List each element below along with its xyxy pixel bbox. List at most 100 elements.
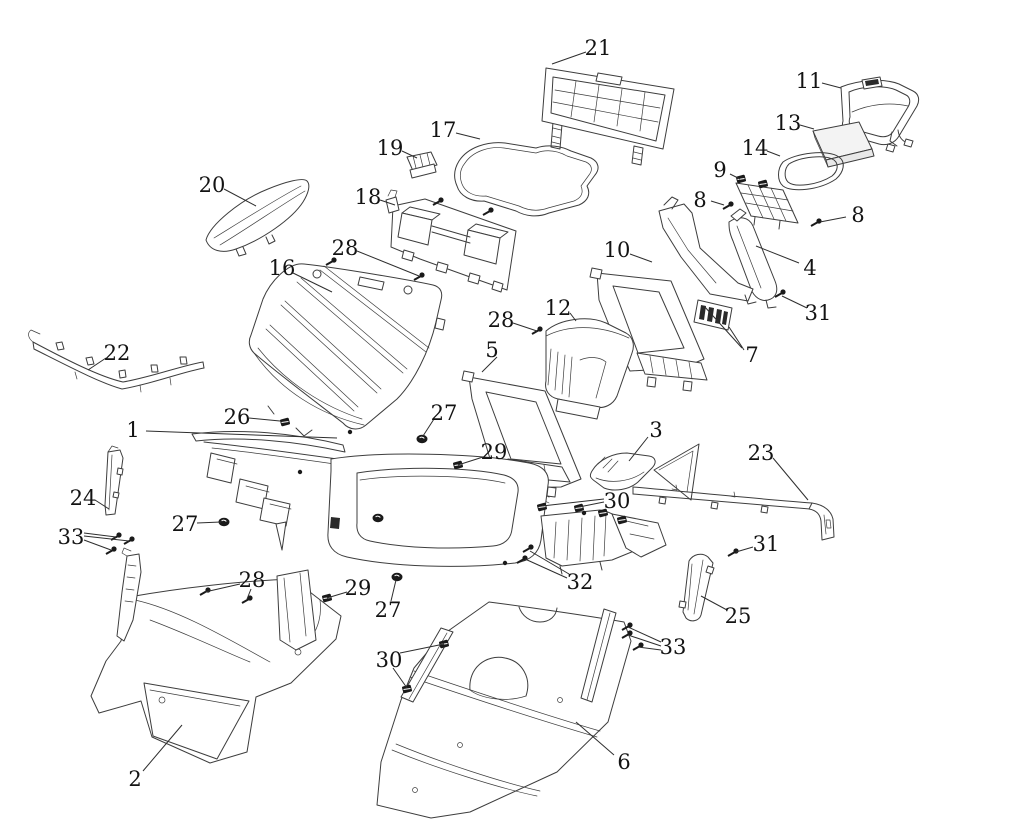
callout-label-7-6: 7 (745, 343, 758, 367)
callout-label-19-18: 19 (377, 136, 404, 160)
corner-panel-drawing (653, 443, 700, 501)
callout-6-leader (575, 721, 615, 756)
part-7-slotted-retainer-drawing (693, 299, 733, 331)
callout-7-leader (728, 326, 745, 351)
callout-8-leader (819, 216, 847, 223)
part-25-side-strip-drawing (678, 553, 715, 622)
callout-10-leader (629, 253, 653, 263)
dot-fastener-icon (502, 560, 508, 566)
part-21-rack-panel-drawing (541, 67, 675, 166)
callout-9-leader (729, 173, 741, 180)
callout-33-leader (83, 535, 130, 542)
callout-21-leader (551, 51, 587, 65)
callout-label-29-32: 29 (481, 440, 508, 464)
part-4-curved-bracket-drawing (728, 208, 778, 309)
part-3-scoop-drawing (589, 452, 656, 491)
lower-bracket-drawing (276, 569, 317, 651)
screw-fastener-icon (482, 207, 494, 216)
callout-32-leader (529, 550, 570, 575)
screw-fastener-icon (774, 289, 786, 298)
grommet-fastener-icon (218, 517, 230, 527)
callout-label-14-14: 14 (742, 136, 769, 160)
callout-16-leader (292, 272, 333, 293)
callout-label-24-23: 24 (70, 486, 97, 510)
screw-fastener-icon (632, 642, 644, 651)
callout-label-25-24: 25 (725, 604, 752, 628)
part-6-right-floor-drawing (376, 601, 632, 819)
screw-fastener-icon (105, 546, 117, 555)
callout-label-10-10: 10 (604, 238, 631, 262)
part-24-pillar-strip-drawing (104, 445, 124, 516)
callout-label-18-17: 18 (355, 185, 382, 209)
fastener-glyphs (105, 174, 822, 694)
dot-fastener-icon (297, 469, 303, 475)
part-23-side-trim-drawing (632, 484, 835, 541)
callout-label-27-27: 27 (172, 512, 199, 536)
grommet-fastener-icon (391, 572, 403, 582)
callout-label-28-29: 28 (332, 236, 359, 260)
callout-27-leader (390, 579, 397, 602)
callout-29-leader (326, 591, 348, 599)
callout-label-8-8: 8 (851, 203, 864, 227)
callout-label-2-1: 2 (128, 767, 141, 791)
callout-33-leader (627, 626, 662, 643)
screw-fastener-icon (432, 197, 444, 206)
callout-label-3-2: 3 (649, 418, 662, 442)
callout-33-leader (637, 646, 662, 651)
callout-25-leader (700, 595, 728, 611)
callout-label-8-7: 8 (693, 188, 706, 212)
callout-label-6-5: 6 (617, 750, 630, 774)
callout-30-leader (541, 498, 605, 507)
callout-2-leader (142, 724, 183, 772)
clip-fastener-icon (574, 503, 584, 513)
callout-label-28-30: 28 (488, 308, 515, 332)
callout-label-5-4: 5 (485, 338, 498, 362)
screw-fastener-icon (722, 201, 734, 210)
callout-13-leader (799, 124, 815, 130)
part-2-left-footwell-drawing (90, 547, 342, 764)
callout-12-leader (569, 312, 577, 322)
part-14-seal-ring-drawing (778, 152, 844, 191)
callout-label-11-11: 11 (796, 69, 823, 93)
screw-fastener-icon (522, 544, 534, 553)
screw-fastener-icon (123, 536, 135, 545)
clip-fastener-icon (598, 508, 608, 518)
callout-label-9-9: 9 (713, 158, 726, 182)
callout-3-leader (628, 436, 649, 462)
callout-label-22-21: 22 (104, 341, 131, 365)
screw-fastener-icon (413, 272, 425, 281)
callout-28-leader (204, 583, 241, 593)
screw-fastener-icon (325, 257, 337, 266)
callout-20-leader (223, 188, 257, 207)
part-16-hood-drawing (248, 263, 446, 437)
callout-label-16-15: 16 (269, 256, 296, 280)
callout-33-leader (627, 634, 662, 647)
callout-label-21-20: 21 (585, 36, 612, 60)
grommet-fastener-icon (416, 434, 428, 444)
callout-label-13-13: 13 (775, 111, 802, 135)
screw-fastener-icon (531, 326, 543, 335)
callout-label-29-33: 29 (345, 576, 372, 600)
callout-31-leader (735, 546, 754, 553)
callout-1-leader (145, 430, 338, 439)
callout-33-leader (83, 532, 117, 538)
console-strut-drawing (658, 196, 757, 305)
part-22-trim-strip-drawing (28, 329, 205, 393)
callout-31-leader (781, 295, 808, 309)
callout-label-32-38: 32 (567, 570, 594, 594)
callout-label-27-26: 27 (431, 401, 458, 425)
screw-fastener-icon (727, 548, 739, 557)
callout-28-leader (356, 250, 420, 277)
part-13-filter-pad-drawing (812, 121, 875, 168)
callout-label-4-3: 4 (803, 256, 816, 280)
callout-29-leader (457, 456, 484, 466)
callout-17-leader (455, 132, 481, 140)
part-12-storage-box-drawing (545, 318, 634, 420)
callout-30-leader (392, 667, 408, 689)
callout-24-leader (94, 499, 110, 510)
callout-22-leader (87, 357, 107, 371)
part-1-front-body-drawing (191, 430, 667, 575)
clip-fastener-icon (758, 179, 768, 189)
